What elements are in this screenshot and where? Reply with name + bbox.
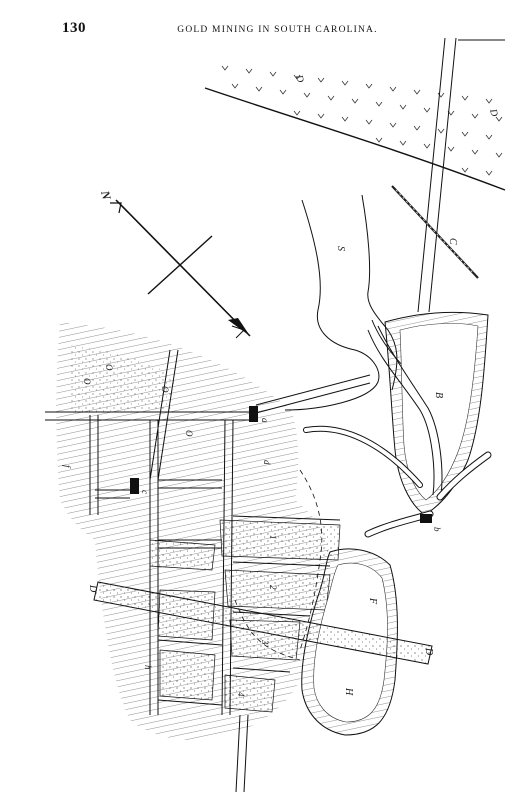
dike-v-mark [327, 95, 335, 101]
label-num-1: 1 [268, 535, 278, 540]
shaft-b-marker [420, 514, 432, 523]
label-shaft-a: a [260, 418, 270, 423]
dike-v-mark [255, 86, 263, 92]
dike-v-mark [365, 119, 373, 125]
label-ore-1: O [82, 378, 92, 385]
dike-v-mark [485, 98, 493, 104]
label-dike-d-lower-right: D [423, 647, 434, 656]
dike-v-mark [351, 98, 359, 104]
label-shaft-b: b [432, 527, 442, 532]
dike-v-mark [495, 152, 503, 158]
north-label: N [98, 188, 114, 202]
dike-v-mark [471, 149, 479, 155]
dike-v-mark [447, 146, 455, 152]
dike-v-mark [245, 68, 253, 74]
dike-v-mark [293, 110, 301, 116]
open-cut-b [303, 311, 492, 538]
label-ore-4: O [184, 430, 194, 437]
dike-v-mark [461, 95, 469, 101]
label-num-2: 2 [268, 585, 278, 590]
dike-v-mark [399, 140, 407, 146]
dike-v-mark [341, 80, 349, 86]
label-stream-s: S [335, 246, 346, 251]
dike-v-mark [423, 143, 431, 149]
label-num-4: 4 [236, 692, 246, 697]
dike-v-mark [303, 92, 311, 98]
dike-v-mark [437, 128, 445, 134]
dike-region-upper [204, 40, 506, 191]
dike-v-mark [317, 113, 325, 119]
bank-c [391, 185, 479, 279]
dike-v-mark [269, 71, 277, 77]
label-lane-d: d [262, 460, 272, 465]
dike-v-mark [413, 89, 421, 95]
dike-v-mark [495, 116, 503, 122]
track-line [417, 37, 505, 313]
label-ore-2: O [104, 364, 114, 371]
label-pit-f: F [367, 597, 378, 605]
dike-v-mark [293, 74, 301, 80]
dike-v-mark [399, 104, 407, 110]
dike-v-mark [471, 113, 479, 119]
dike-v-mark [423, 107, 431, 113]
dike-v-mark [341, 116, 349, 122]
dike-v-mark [317, 77, 325, 83]
dike-v-mark [485, 170, 493, 176]
dike-v-mark [389, 122, 397, 128]
dike-v-mark [365, 83, 373, 89]
dike-v-mark [375, 101, 383, 107]
label-num-3: 3 [260, 639, 270, 645]
label-dike-d-lower-left: D [87, 584, 98, 593]
page-number: 130 [62, 20, 86, 36]
dike-d-band [93, 581, 433, 665]
label-open-cut-b: B [433, 392, 444, 398]
label-shaft-c: c [140, 490, 150, 494]
label-pit-h: H [343, 687, 354, 696]
label-dike-d-upper: D [293, 73, 306, 85]
running-title: GOLD MINING IN SOUTH CAROLINA. [177, 25, 378, 35]
dike-v-mark [485, 134, 493, 140]
dike-v-mark [279, 89, 287, 95]
dike-v-mark [231, 83, 239, 89]
shaft-a-marker [249, 406, 258, 422]
dike-v-mark [461, 131, 469, 137]
dike-v-mark [389, 86, 397, 92]
running-head: GOLD MINING IN SOUTH CAROLINA. [0, 25, 515, 35]
shaft-c-marker [130, 478, 139, 494]
shafts [130, 406, 432, 523]
label-lane-h: h [143, 665, 153, 670]
north-arrow [110, 199, 251, 339]
dike-v-mark [461, 167, 469, 173]
label-ore-3: O [160, 386, 170, 393]
mine-workings [45, 322, 371, 792]
label-lane-f: f [62, 465, 72, 469]
dike-v-mark [375, 137, 383, 143]
label-bank-c: C [447, 238, 458, 245]
dike-v-mark [413, 125, 421, 131]
dike-v-mark [221, 65, 229, 71]
label-dike-d-right: D [487, 107, 500, 119]
